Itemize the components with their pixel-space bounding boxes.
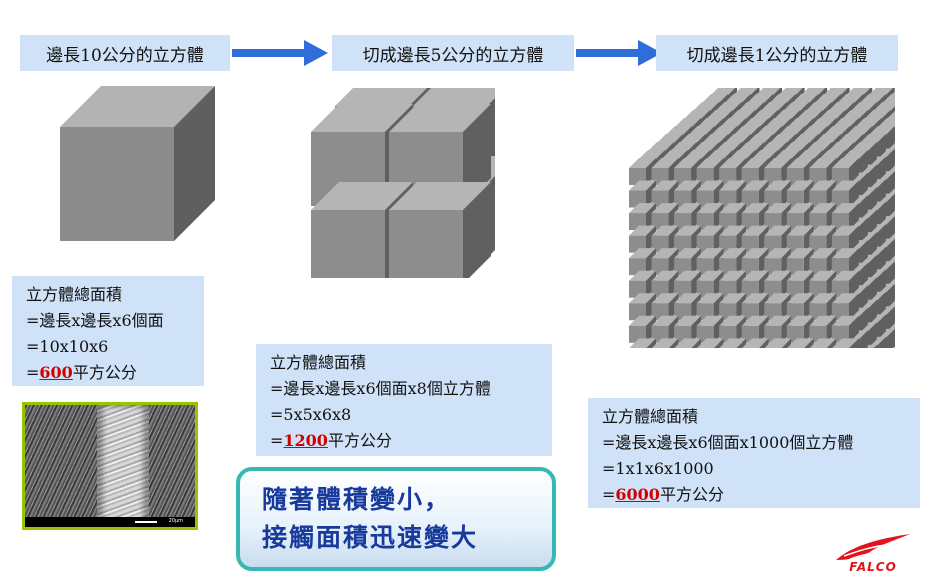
result-value: 1200 bbox=[283, 431, 328, 450]
large-cube-illustration bbox=[60, 86, 215, 241]
small-cube bbox=[787, 338, 814, 348]
step-label-3: 切成邊長1公分的立方體 bbox=[656, 35, 898, 71]
panel-formula: =邊長x邊長x6個面x1000個立方體 bbox=[602, 433, 854, 452]
surface-area-panel-1: 立方體總面積 =邊長x邊長x6個面 =10x10x6 =600平方公分 bbox=[12, 276, 204, 386]
falcon-wing-icon bbox=[836, 534, 910, 560]
result-value: 600 bbox=[39, 363, 73, 382]
small-cube bbox=[719, 338, 747, 348]
panel-title: 立方體總面積 bbox=[26, 285, 123, 304]
callout-line-1: 隨著體積變小， bbox=[262, 485, 452, 514]
panel-formula: =邊長x邊長x6個面 bbox=[26, 311, 164, 330]
surface-area-panel-3: 立方體總面積 =邊長x邊長x6個面x1000個立方體 =1x1x6x1000 =… bbox=[588, 398, 920, 508]
falco-logo: FALCO bbox=[830, 530, 916, 574]
arrow-icon bbox=[232, 40, 328, 66]
panel-calc: =5x5x6x8 bbox=[270, 405, 352, 424]
panel-title: 立方體總面積 bbox=[602, 407, 699, 426]
step-label-2-text: 切成邊長5公分的立方體 bbox=[362, 45, 544, 66]
conclusion-callout: 隨著體積變小， 接觸面積迅速變大 bbox=[236, 467, 556, 571]
panel-title: 立方體總面積 bbox=[270, 353, 367, 372]
panel-formula: =邊長x邊長x6個面x8個立方體 bbox=[270, 379, 491, 398]
small-cube bbox=[629, 338, 656, 348]
step-label-2: 切成邊長5公分的立方體 bbox=[332, 35, 574, 71]
step-label-1-text: 邊長10公分的立方體 bbox=[46, 45, 204, 66]
small-cube bbox=[696, 338, 724, 348]
small-cube bbox=[832, 338, 859, 348]
step-label-1: 邊長10公分的立方體 bbox=[20, 35, 230, 71]
panel-calc: =1x1x6x1000 bbox=[602, 459, 714, 478]
small-cube bbox=[809, 338, 837, 348]
small-cube bbox=[651, 338, 679, 348]
small-cube bbox=[674, 338, 702, 348]
result-value: 6000 bbox=[615, 485, 660, 504]
step-label-3-text: 切成邊長1公分的立方體 bbox=[686, 45, 868, 66]
thousand-cubes-illustration bbox=[629, 88, 895, 348]
microscope-fiber-photo: 20μm bbox=[22, 402, 198, 530]
small-cube bbox=[742, 338, 769, 348]
eight-cubes-illustration bbox=[311, 88, 495, 278]
panel-result: =1200平方公分 bbox=[270, 431, 392, 450]
callout-line-2: 接觸面積迅速變大 bbox=[262, 523, 479, 552]
arrow-icon bbox=[576, 40, 662, 66]
surface-area-panel-2: 立方體總面積 =邊長x邊長x6個面x8個立方體 =5x5x6x8 =1200平方… bbox=[256, 344, 552, 456]
panel-calc: =10x10x6 bbox=[26, 337, 109, 356]
logo-text: FALCO bbox=[849, 560, 897, 574]
panel-result: =6000平方公分 bbox=[602, 485, 724, 504]
medium-cube bbox=[389, 182, 491, 278]
scale-bar: 20μm bbox=[25, 517, 195, 527]
small-cube bbox=[764, 338, 792, 348]
small-cube bbox=[629, 248, 656, 276]
panel-result: =600平方公分 bbox=[26, 363, 137, 382]
